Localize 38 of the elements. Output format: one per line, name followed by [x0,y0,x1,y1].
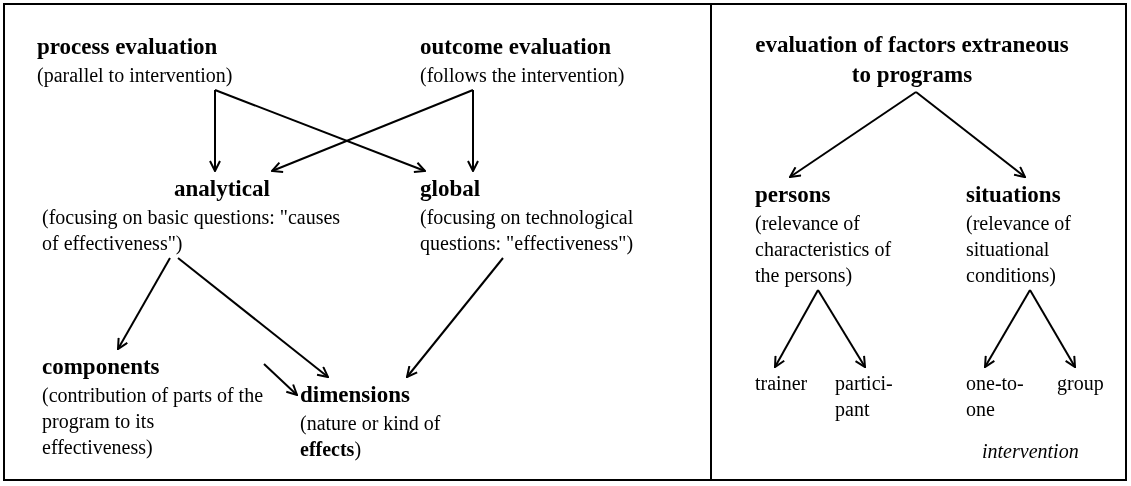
node-heading: components [42,353,160,381]
node-description: (focusing on technological questions: "effectiveness") [420,205,635,256]
node-description: (follows the intervention) [420,63,625,88]
node-heading: outcome evaluation [420,33,611,61]
node-description: (relevance of situational conditions) [966,211,1072,288]
arrow [984,289,1031,368]
panel-frame [710,3,1127,481]
arrow [789,91,917,178]
arrow [263,363,298,396]
node-heading: situations [966,181,1061,209]
arrow [117,257,171,350]
arrow [1029,289,1076,368]
node-heading: dimensions [300,381,410,409]
arrow [915,91,1026,178]
node-heading: analytical [174,175,270,203]
node-description: (relevance of characteristics of the persons) [755,211,893,288]
annotation-text: intervention [982,439,1079,464]
arrow [177,257,329,378]
node-heading: process evaluation [37,33,218,61]
node-description: (contribution of parts of the program to its effectiveness) [42,383,264,460]
arrow [774,289,819,368]
node-heading: evaluation of factors extraneous to programs [754,31,1070,89]
node-description: one-to- one [966,371,1025,422]
node-heading: global [420,175,481,203]
node-description: (parallel to intervention) [37,63,233,88]
node-heading: persons [755,181,831,209]
arrow [406,257,504,378]
arrow [214,89,426,174]
node-description: (nature or kind of effects) [300,411,442,462]
arrow [467,89,479,172]
node-description: partici- pant [835,371,894,422]
arrow [817,289,866,368]
arrow [271,89,474,173]
arrow [209,89,221,172]
node-description: (focusing on basic questions: "causes of effectiveness") [42,205,342,256]
node-description: trainer [755,371,808,396]
panel-frame [3,3,712,481]
node-description: group [1057,371,1104,396]
